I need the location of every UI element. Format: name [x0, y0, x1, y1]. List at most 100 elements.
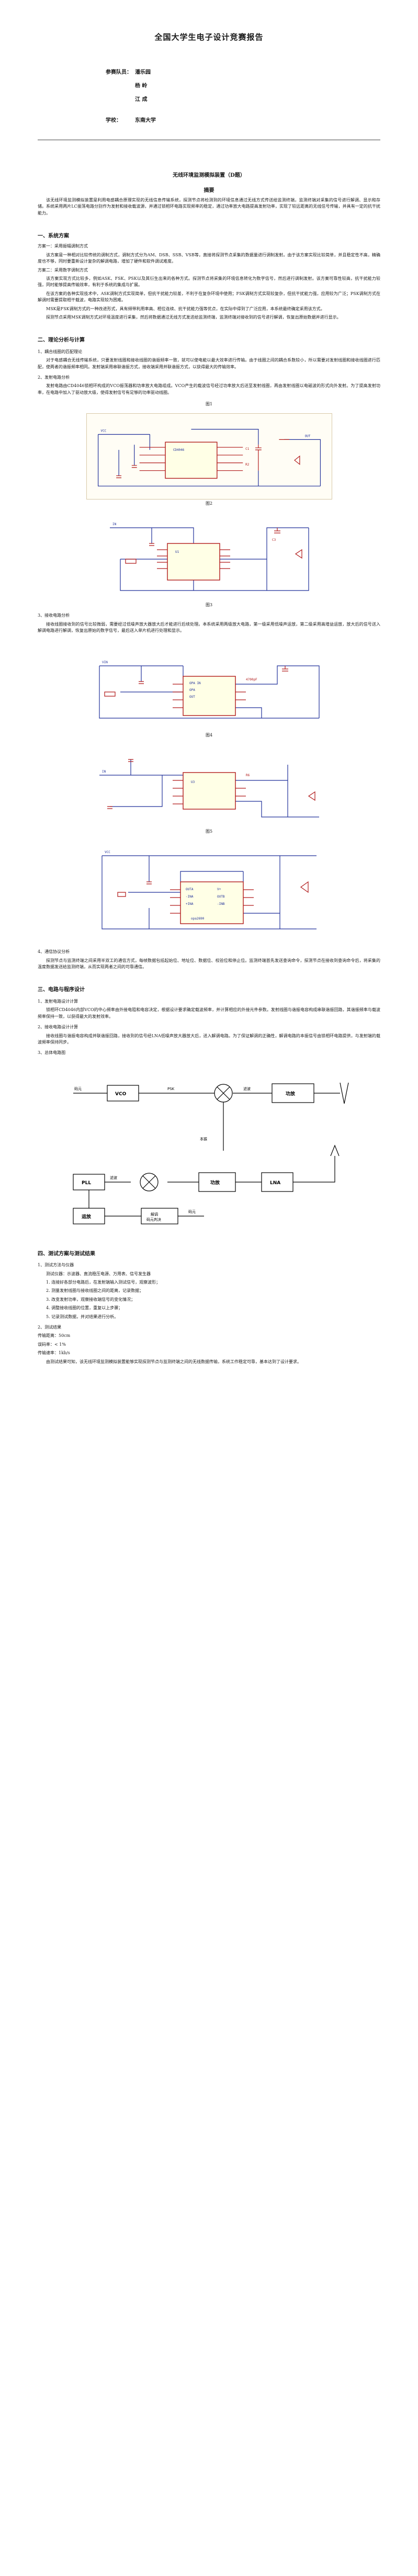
svg-text:-INA: -INA	[186, 895, 194, 899]
school-label: 学校：	[106, 118, 121, 124]
circuit-schematic-figure-6: OUTA -INA +INA V+ OUTB -INB opa2690 VCC	[101, 850, 317, 929]
svg-text:IN: IN	[112, 523, 117, 526]
subsection-heading: 2、测试结果	[38, 1324, 62, 1330]
result-item: 误码率：< 1%	[38, 1342, 66, 1347]
paragraph: 锁相环CD4046内部VCO的中心频率由外接电阻和电容决定，根据设计要求确定载波…	[38, 1007, 380, 1019]
antenna-icon	[339, 1082, 349, 1104]
calc-block	[72, 1208, 105, 1224]
svg-text:VCC: VCC	[100, 429, 106, 433]
vco-block	[106, 1085, 139, 1102]
svg-text:OUTB: OUTB	[217, 895, 225, 899]
school-line: 学校： 东南大学	[106, 117, 380, 125]
svg-text:U1: U1	[175, 550, 179, 554]
subsection-heading: 1、测试方法与仪器	[38, 1263, 74, 1268]
subsection-heading: 3、总体电路图	[38, 1050, 66, 1056]
filter-label: 滤波	[243, 1086, 251, 1091]
power-amp-block	[271, 1083, 314, 1103]
psk-label: PSK	[167, 1087, 175, 1091]
paragraph: 在该方案的各种实现技术中，ASK调制方式实现简单，但抗干扰能力较差，不利于在复杂…	[38, 291, 380, 303]
member-name: 潘乐园	[135, 70, 151, 76]
paragraph: MSK是FSK调制方式的一种改进形式，具有频带利用率高、相位连续、抗干扰能力强等…	[46, 306, 325, 311]
section-3-heading: 三、电路与程序设计	[38, 987, 85, 993]
abstract-text: 该无线环境监测模拟装置是利用电感耦合原理实现的无线信息传输系统，探测节点将检测到…	[38, 197, 380, 215]
paragraph: 对于电感耦合无线传输系统，只要发射线圈和接收线圈的谐振频率一致，就可以使电能以最…	[38, 358, 380, 369]
subsection-heading: 1、发射电路设计计算	[38, 998, 78, 1004]
paragraph: 接收线圈接收到的信号比较微弱，需要经过低噪声放大器放大后才能进行后续处理。本系统…	[38, 621, 380, 633]
svg-text:OUTA: OUTA	[186, 888, 194, 891]
subsection-heading: 1、耦合线圈的匹配理论	[38, 349, 83, 354]
report-title: 全国大学生电子设计竞赛报告	[154, 32, 264, 42]
osc-label: 本振	[200, 1137, 207, 1141]
lna-label: LNA	[270, 1181, 280, 1186]
svg-text:V+: V+	[217, 888, 221, 891]
svg-text:CD4046: CD4046	[173, 449, 184, 452]
calc-label: 运放	[82, 1213, 92, 1220]
section-2-heading: 二、理论分析与计算	[38, 337, 85, 344]
svg-text:VCC: VCC	[105, 850, 110, 854]
demod-label: 解调	[151, 1212, 158, 1217]
paragraph: 发射电路由CD4046锁相环构成的VCO振荡器和功率放大电路组成。VCO产生的载…	[38, 383, 380, 395]
result-item: 传输距离：50cm	[38, 1333, 71, 1338]
figure-caption: 图3	[205, 602, 213, 607]
figure-caption: 图4	[205, 732, 213, 737]
section-4-heading: 四、测试方案与测试结果	[38, 1251, 95, 1257]
filter-label: 滤波	[110, 1175, 117, 1180]
pll-label: PLL	[82, 1181, 91, 1186]
abstract-heading: 摘要	[204, 188, 214, 194]
team-members: 参赛队员： 潘乐园 杨 岭 江 成	[106, 69, 380, 109]
paragraph: 该方案是一种相对比较传统的调制方式，调制方式分为AM、DSB、SSB、VSB等，…	[38, 252, 380, 264]
paragraph: 接收线圈与谐振电容构成并联谐振回路，接收到的信号经LNA低噪声放大器放大后，送入…	[38, 1033, 380, 1045]
members-label: 参赛队员：	[106, 70, 132, 76]
svg-text:OUT: OUT	[304, 435, 310, 438]
report-subtitle: 无线环境监测模拟装置（D题）	[173, 172, 245, 178]
figure-caption: 图1	[205, 402, 213, 407]
list-item: 3. 改变发射功率，观察接收端信号的变化情况；	[46, 1297, 135, 1302]
list-item: 1. 连接好各部分电路后，在发射端输入测试信号，观察波形；	[46, 1279, 161, 1285]
list-item: 测试仪器：示波器、直流稳压电源、万用表、信号发生器	[46, 1271, 151, 1276]
school-name: 东南大学	[135, 118, 156, 124]
subsection-heading: 4、通信协议分析	[38, 949, 70, 955]
figure-caption: 图5	[205, 829, 213, 834]
input-label: 码元	[74, 1087, 82, 1091]
paragraph: 该方案实现方式比较多，例如ASK、FSK、PSK以及其衍生出来的各种方式。探测节…	[38, 276, 380, 288]
svg-text:VIN: VIN	[102, 661, 108, 664]
svg-text:+INA: +INA	[186, 902, 194, 906]
svg-text:-INB: -INB	[217, 902, 225, 906]
svg-text:C1: C1	[245, 448, 250, 451]
section-1-heading: 一、系统方案	[38, 233, 69, 239]
decide-label: 码元判决	[146, 1217, 161, 1222]
circuit-schematic-figure-2: U1 C3 IN	[109, 523, 309, 591]
svg-text:OUT: OUT	[189, 695, 195, 699]
amp-block	[198, 1172, 236, 1192]
paragraph: 方案二：采用数字调制方式	[38, 267, 88, 273]
svg-text:C3: C3	[272, 538, 276, 542]
svg-text:OPA IN: OPA IN	[189, 682, 201, 685]
circuit-schematic-figure-5: U3 R6 IN	[99, 759, 319, 818]
svg-text:4700pF: 4700pF	[246, 678, 257, 682]
system-block-diagram: 码元 VCO PSK 滤波 功放 本振 PLL 滤波 功放 LNA 运放 解调 …	[72, 1082, 349, 1224]
figure-caption: 图2	[205, 501, 213, 506]
circuit-schematic-figure-4: OPA IN OPA OUT 4700pF VIN	[98, 661, 320, 719]
paragraph: 探测节点与监测终端之间采用半双工的通信方式，每帧数据包括起始位、地址位、数据位、…	[38, 958, 380, 970]
paragraph: 方案一：采用振幅调制方式	[38, 244, 88, 249]
svg-text:opa2690: opa2690	[191, 917, 205, 921]
output-label: 码元	[188, 1210, 196, 1214]
lna-block	[261, 1172, 293, 1192]
demod-block	[140, 1208, 178, 1224]
antenna-icon	[330, 1144, 340, 1156]
list-item: 2. 测量发射线圈与接收线圈之间的距离，记录数据；	[46, 1288, 144, 1293]
subsection-heading: 3、接收电路分析	[38, 613, 70, 618]
svg-text:IN: IN	[102, 770, 106, 774]
subsection-heading: 2、接收电路设计计算	[38, 1025, 78, 1030]
member-name: 杨 岭	[135, 83, 148, 89]
result-item: 传输速率：1kb/s	[38, 1351, 70, 1356]
subsection-heading: 2、发射电路分析	[38, 375, 70, 380]
amp-label: 功放	[286, 1091, 296, 1097]
conclusion-paragraph: 由测试结果可知，该无线环境监测模拟装置能够实现探测节点与监测终端之间的无线数据传…	[46, 1359, 301, 1364]
list-item: 4. 调整接收线圈的位置，重复以上步骤；	[46, 1306, 123, 1311]
amp-label: 功放	[210, 1179, 220, 1186]
member-name: 江 成	[135, 97, 148, 103]
svg-text:OPA: OPA	[189, 688, 195, 692]
circuit-schematic-figure-1: CD4046 C1 R2 VCC OUT	[86, 413, 332, 500]
